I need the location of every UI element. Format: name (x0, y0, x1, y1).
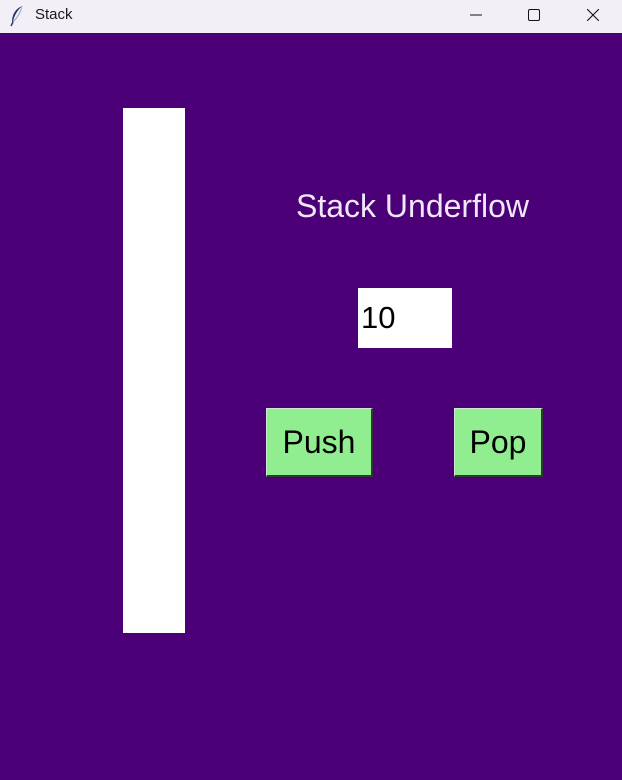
maximize-button[interactable] (511, 0, 557, 30)
feather-icon (9, 5, 25, 27)
push-button[interactable]: Push (266, 408, 373, 477)
value-input[interactable] (358, 288, 452, 348)
minimize-button[interactable] (453, 0, 499, 30)
minimize-icon (470, 9, 482, 21)
close-icon (587, 9, 599, 21)
pop-button[interactable]: Pop (454, 408, 543, 477)
status-label: Stack Underflow (296, 188, 529, 224)
window-title: Stack (35, 6, 73, 23)
close-button[interactable] (570, 0, 616, 30)
stack-canvas (123, 108, 185, 633)
title-bar[interactable]: Stack (0, 0, 622, 33)
maximize-icon (528, 9, 540, 21)
